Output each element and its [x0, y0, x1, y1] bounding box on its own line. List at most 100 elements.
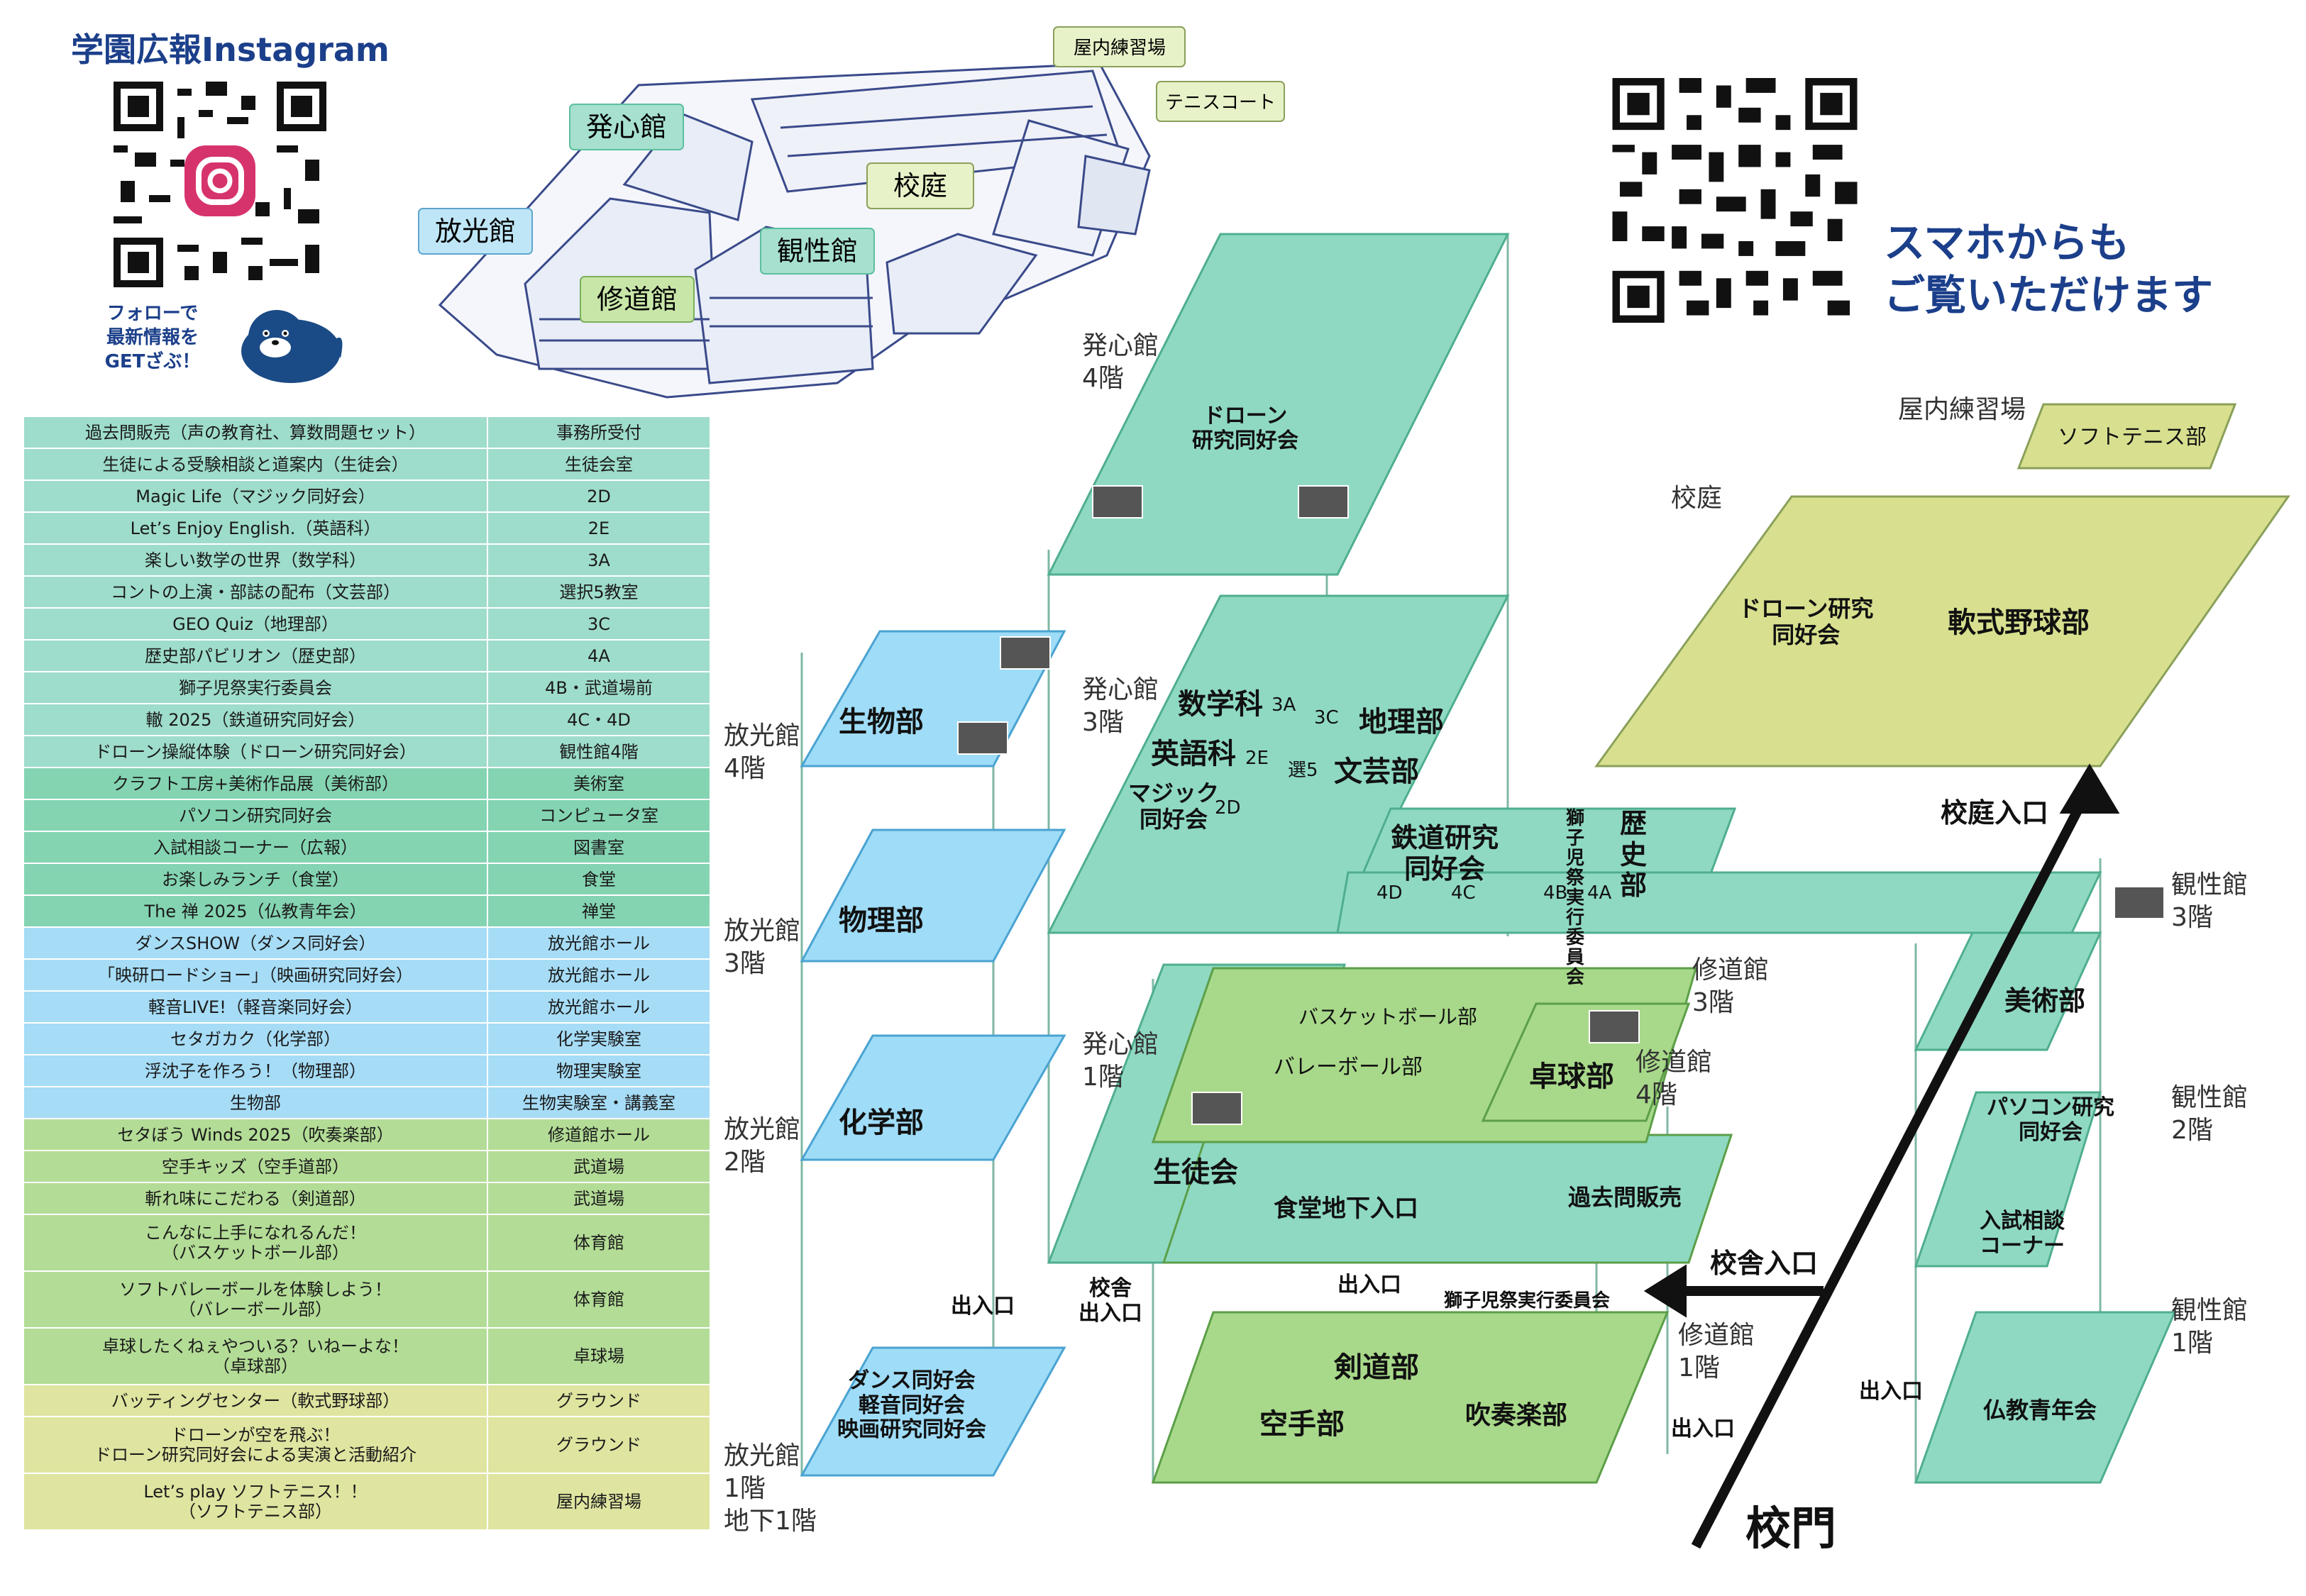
blue-seal-mascot-icon	[241, 310, 343, 383]
event-row: Let’s play ソフトテニス！！ （ソフトテニス部）屋内練習場	[23, 1473, 711, 1531]
room-geo-tag: 3C	[1314, 707, 1339, 728]
event-location: 武道場	[487, 1150, 711, 1183]
follow-text: フォローで 最新情報を GETざぶ！	[104, 303, 201, 372]
room-nyushi[interactable]: 入試相談 コーナー	[1980, 1209, 2065, 1258]
room-shokudou[interactable]: 食堂地下入口	[1274, 1195, 1418, 1223]
event-location: 体育館	[487, 1270, 711, 1329]
event-name: セタぼう Winds 2025（吹奏楽部）	[23, 1118, 488, 1151]
event-table: 過去問販売（声の教育社、算数問題セット）事務所受付生徒による受験相談と道案内（生…	[23, 416, 711, 1531]
event-name: コントの上演・部誌の配布（文芸部）	[23, 575, 488, 609]
room-magic-tag: 2D	[1215, 797, 1241, 819]
instagram-qr-code-icon[interactable]	[114, 82, 326, 287]
stairs-icon	[1000, 636, 1051, 670]
room-seibutsu[interactable]: 生物部	[839, 706, 924, 738]
room-tetsudou[interactable]: 鉄道研究 同好会	[1391, 822, 1499, 885]
room-bijutsu[interactable]: 美術部	[2004, 985, 2086, 1016]
qr-code-icon[interactable]	[1611, 78, 1859, 323]
room-jikkou[interactable]: 獅子児祭 実行委員会	[1565, 808, 1584, 988]
room-kendo[interactable]: 剣道部	[1334, 1351, 1419, 1384]
floor-label-indoor: 屋内練習場	[1898, 395, 2026, 424]
event-row: Magic Life（マジック同好会）2D	[23, 480, 711, 513]
kousha-door-label: 校舎 出入口	[1078, 1276, 1142, 1326]
event-name: 「映研ロードショー」（映画研究同好会）	[23, 958, 488, 992]
event-row: セタガカク（化学部）化学実験室	[23, 1022, 711, 1055]
overview-indoor-label: 屋内練習場	[1074, 38, 1166, 59]
event-row: ダンスSHOW（ダンス同好会）放光館ホール	[23, 926, 711, 960]
room-tennis[interactable]: ソフトテニス部	[2058, 425, 2207, 450]
room-english[interactable]: 英語科	[1151, 738, 1236, 770]
event-name: The 禅 2025（仏教青年会）	[23, 894, 488, 928]
room-geo[interactable]: 地理部	[1359, 706, 1444, 738]
floor-label-houkou4: 放光館 4階	[724, 721, 801, 783]
room-takkyu[interactable]: 卓球部	[1529, 1060, 1614, 1093]
room-kakomon[interactable]: 過去問販売	[1568, 1184, 1682, 1211]
room-drone-field[interactable]: ドローン研究 同好会	[1738, 595, 1874, 648]
room-baseball[interactable]: 軟式野球部	[1948, 606, 2090, 639]
event-row: Let’s Enjoy English.（英語科）2E	[23, 511, 711, 545]
event-location: 生物実験室・講義室	[487, 1086, 711, 1119]
event-row: 楽しい数学の世界（数学科）3A	[23, 543, 711, 577]
event-row: 斬れ味にこだわる（剣道部）武道場	[23, 1182, 711, 1215]
room-kagaku[interactable]: 化学部	[839, 1107, 924, 1139]
room-rekishi[interactable]: 歴史部	[1619, 808, 1647, 902]
event-row: 卓球したくねぇやついる？いねーよな！ （卓球部）卓球場	[23, 1327, 711, 1385]
corridor-3f	[1336, 871, 2102, 934]
floor-label-hasshin4: 発心館 4階	[1082, 331, 1159, 393]
event-name: 斬れ味にこだわる（剣道部）	[23, 1182, 488, 1215]
event-name: 楽しい数学の世界（数学科）	[23, 543, 488, 577]
room-suisou[interactable]: 吹奏楽部	[1465, 1401, 1568, 1430]
event-location: 体育館	[487, 1214, 711, 1272]
event-row: クラフト工房+美術作品展（美術部）美術室	[23, 767, 711, 800]
room-math[interactable]: 数学科	[1178, 688, 1263, 721]
room-bukkyo[interactable]: 仏教青年会	[1983, 1397, 2097, 1424]
room-seitokai[interactable]: 生徒会	[1153, 1156, 1238, 1189]
room-butsuri[interactable]: 物理部	[839, 904, 924, 937]
shudou-1f	[1151, 1311, 1670, 1484]
koutei-entrance-label: 校庭入口	[1941, 797, 2049, 829]
stairs-icon	[1298, 485, 1349, 519]
stairs-icon	[957, 721, 1008, 755]
room-pc[interactable]: パソコン研究 同好会	[1987, 1095, 2114, 1145]
floor-label-houkou2: 放光館 2階	[724, 1115, 801, 1177]
event-name: バッティングセンター（軟式野球部）	[23, 1384, 488, 1417]
event-location: 4B・武道場前	[487, 671, 711, 704]
event-name: クラフト工房+美術作品展（美術部）	[23, 767, 488, 800]
event-name: Let’s play ソフトテニス！！ （ソフトテニス部）	[23, 1473, 488, 1531]
event-name: 轍 2025（鉄道研究同好会）	[23, 703, 488, 736]
floor-label-kansei1: 観性館 1階	[2171, 1296, 2249, 1358]
kousha-entrance-label: 校舎入口	[1710, 1248, 1819, 1279]
room-karate[interactable]: 空手部	[1259, 1408, 1345, 1441]
room-drone-4f[interactable]: ドローン 研究同好会	[1192, 404, 1298, 453]
jikkou-entrance-label: 獅子児祭実行委員会	[1444, 1290, 1611, 1312]
event-name: 歴史部パビリオン（歴史部）	[23, 639, 488, 672]
event-name: ドローンが空を飛ぶ！ ドローン研究同好会による実演と活動紹介	[23, 1416, 488, 1474]
school-gate-label: 校門	[1745, 1503, 1836, 1556]
event-row: 轍 2025（鉄道研究同好会）4C・4D	[23, 703, 711, 736]
event-row: ドローンが空を飛ぶ！ ドローン研究同好会による実演と活動紹介グラウンド	[23, 1416, 711, 1474]
floor-label-shudou1: 修道館 1階	[1678, 1321, 1755, 1382]
event-location: 屋内練習場	[487, 1473, 711, 1531]
event-location: 化学実験室	[487, 1022, 711, 1055]
event-location: 2E	[487, 511, 711, 545]
event-row: 軽音LIVE!（軽音楽同好会）放光館ホール	[23, 990, 711, 1024]
event-row: 空手キッズ（空手道部）武道場	[23, 1150, 711, 1183]
shudou-building	[1151, 967, 1733, 1484]
room-volley[interactable]: バレーボール部	[1274, 1055, 1423, 1080]
event-row: セタぼう Winds 2025（吹奏楽部）修道館ホール	[23, 1118, 711, 1151]
event-location: グラウンド	[487, 1384, 711, 1417]
event-name: 卓球したくねぇやついる？いねーよな！ （卓球部）	[23, 1327, 488, 1385]
room-dance[interactable]: ダンス同好会 軽音同好会 映画研究同好会	[837, 1368, 986, 1442]
event-name: お楽しみランチ（食堂）	[23, 863, 488, 896]
floor-label-houkou3: 放光館 3階	[724, 916, 801, 978]
event-location: 図書室	[487, 831, 711, 864]
event-row: ソフトバレーボールを体験しよう！ （バレーボール部）体育館	[23, 1270, 711, 1329]
event-location: 事務所受付	[487, 416, 711, 449]
room-basket[interactable]: バスケットボール部	[1298, 1005, 1478, 1029]
room-magic[interactable]: マジック 同好会	[1128, 780, 1220, 833]
event-location: 修道館ホール	[487, 1118, 711, 1151]
room-bungei[interactable]: 文芸部	[1334, 755, 1419, 788]
houkou-3f	[800, 829, 1066, 963]
event-location: グラウンド	[487, 1416, 711, 1474]
event-name: 軽音LIVE!（軽音楽同好会）	[23, 990, 488, 1024]
houkou-1f	[800, 1346, 1066, 1477]
